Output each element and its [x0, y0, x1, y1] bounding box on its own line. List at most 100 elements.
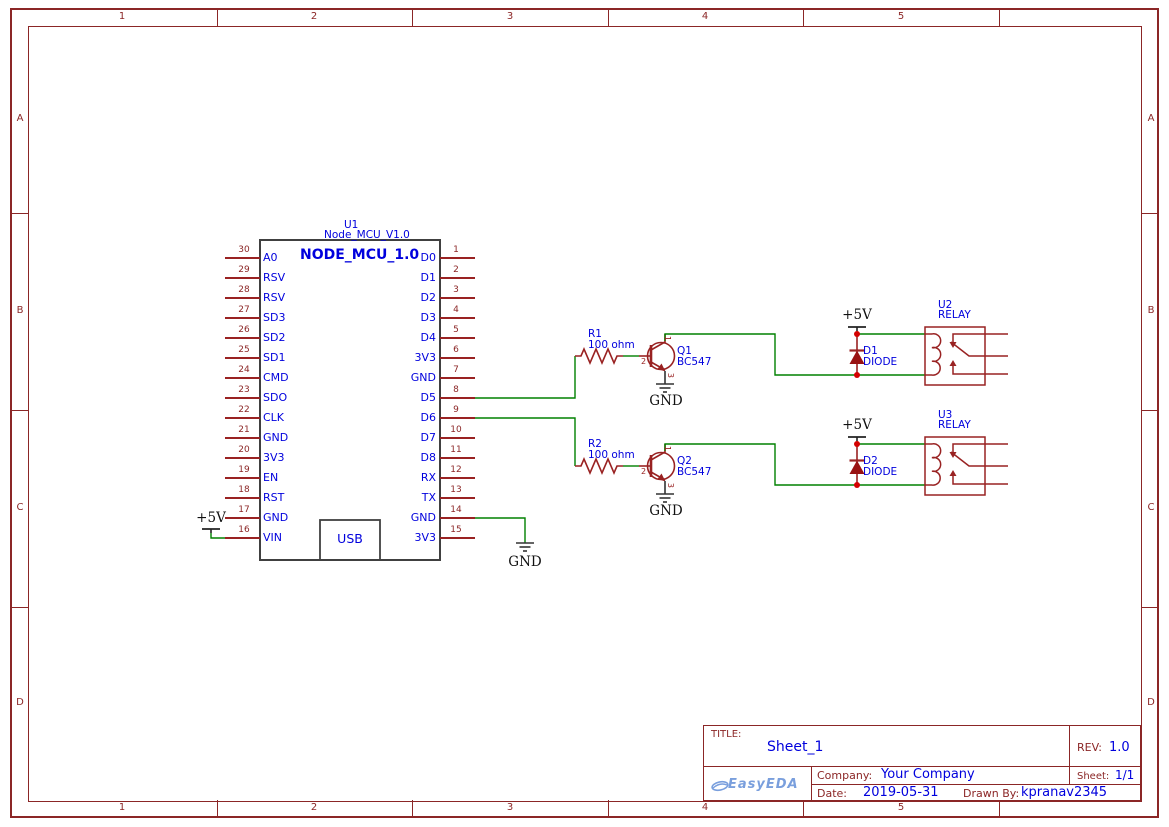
sheet-title[interactable]: Sheet_1: [767, 739, 824, 755]
mcu-pin-name: RSV: [263, 271, 286, 284]
mcu-pin-number: 17: [238, 505, 250, 515]
mcu-pin-stub-right[interactable]: [440, 497, 475, 499]
channel-2-relay-ref[interactable]: U3: [938, 409, 953, 421]
mcu-pin-number: 20: [238, 445, 250, 455]
mcu-pin-stub-left[interactable]: [225, 337, 260, 339]
mcu-pin-stub-left[interactable]: [225, 377, 260, 379]
mcu-ref[interactable]: U1: [344, 219, 359, 231]
channel-1-resistor-value[interactable]: 100 ohm: [588, 339, 635, 351]
channel-1-transistor-part[interactable]: BC547: [677, 356, 712, 368]
mcu-pin-stub-left[interactable]: [225, 357, 260, 359]
channel-2-transistor-part[interactable]: BC547: [677, 466, 712, 478]
channel-2-transistor-pin-2: 2: [641, 467, 647, 476]
mcu-pin-name: 3V3: [414, 351, 436, 364]
mcu-pin-name: RST: [263, 491, 285, 504]
mcu-pin-stub-right[interactable]: [440, 337, 475, 339]
mcu-pin-stub-right[interactable]: [440, 297, 475, 299]
channel-1-diode-ref[interactable]: D1: [863, 345, 878, 357]
drawn-by-value[interactable]: kpranav2345: [1021, 785, 1108, 800]
relay-channel-2[interactable]: [573, 435, 1010, 504]
mcu-name[interactable]: NODE_MCU_1.0: [300, 247, 420, 263]
ruler-tick: [999, 10, 1000, 26]
drawn-by-label: Drawn By:: [963, 787, 1020, 800]
channel-1-diode-part[interactable]: DIODE: [863, 356, 898, 368]
mcu-pin-stub-right[interactable]: [440, 417, 475, 419]
mcu-pin-stub-left[interactable]: [225, 297, 260, 299]
mcu-pin-stub-right[interactable]: [440, 537, 475, 539]
channel-1-transistor-ref[interactable]: Q1: [677, 345, 692, 357]
mcu-pin-name: D0: [420, 251, 436, 264]
date-label: Date:: [817, 787, 847, 800]
mcu-pin-name: D5: [420, 391, 436, 404]
channel-2-relay-part[interactable]: RELAY: [938, 419, 971, 431]
channel-2-resistor-ref[interactable]: R2: [588, 438, 602, 450]
mcu-pin-stub-left[interactable]: [225, 437, 260, 439]
gnd-symbol-pin14[interactable]: [516, 542, 534, 552]
ruler-tick: [608, 10, 609, 26]
ruler-col-label: 2: [310, 802, 318, 813]
mcu-pin-number: 4: [453, 305, 459, 315]
vin-power-label[interactable]: +5V: [196, 510, 226, 526]
channel-2-diode-part[interactable]: DIODE: [863, 466, 898, 478]
channel-1-relay-part[interactable]: RELAY: [938, 309, 971, 321]
wire-d5-to-r1[interactable]: [475, 356, 576, 399]
mcu-pin-stub-left[interactable]: [225, 417, 260, 419]
channel-2-power-label[interactable]: +5V: [842, 417, 872, 433]
mcu-pin-stub-left[interactable]: [225, 257, 260, 259]
mcu-pin-stub-right[interactable]: [440, 397, 475, 399]
sheet-value[interactable]: 1/1: [1115, 768, 1135, 782]
mcu-pin-stub-right[interactable]: [440, 517, 475, 519]
date-value[interactable]: 2019-05-31: [863, 785, 939, 800]
wire-gnd-pin14[interactable]: [475, 517, 526, 543]
mcu-pin-number: 3: [453, 285, 459, 295]
ruler-tick: [1141, 410, 1157, 411]
mcu-pin-stub-right[interactable]: [440, 357, 475, 359]
channel-2-gnd-label[interactable]: GND: [649, 503, 683, 519]
company-value[interactable]: Your Company: [881, 767, 975, 782]
mcu-pin-stub-right[interactable]: [440, 277, 475, 279]
mcu-pin-number: 16: [238, 525, 250, 535]
wire-5v-to-vin[interactable]: [210, 533, 225, 539]
mcu-pin-stub-right[interactable]: [440, 457, 475, 459]
power-5v-vin-symbol[interactable]: [202, 528, 220, 533]
channel-1-resistor-ref[interactable]: R1: [588, 328, 602, 340]
mcu-pin-stub-right[interactable]: [440, 257, 475, 259]
usb-label: USB: [337, 531, 363, 546]
rev-value[interactable]: 1.0: [1109, 740, 1130, 755]
mcu-pin-stub-left[interactable]: [225, 517, 260, 519]
relay-channel-1[interactable]: [573, 325, 1010, 394]
mcu-pin-stub-left[interactable]: [225, 537, 260, 539]
channel-2-diode-ref[interactable]: D2: [863, 455, 878, 467]
ruler-tick: [217, 800, 218, 816]
mcu-pin-name: CLK: [263, 411, 285, 424]
channel-1-relay-ref[interactable]: U2: [938, 299, 953, 311]
channel-1-gnd-label[interactable]: GND: [649, 393, 683, 409]
mcu-pin-stub-left[interactable]: [225, 477, 260, 479]
mcu-pin-stub-left[interactable]: [225, 457, 260, 459]
mcu-pin-stub-left[interactable]: [225, 497, 260, 499]
mcu-pin-stub-left[interactable]: [225, 277, 260, 279]
mcu-pin-number: 29: [238, 265, 250, 275]
mcu-pin-number: 30: [238, 245, 250, 255]
gnd14-label[interactable]: GND: [508, 554, 542, 570]
wire-d6-to-r2[interactable]: [475, 417, 576, 466]
mcu-pin-stub-right[interactable]: [440, 317, 475, 319]
channel-1-transistor-pin-1: 1: [662, 335, 672, 341]
mcu-pin-name: RX: [420, 471, 436, 484]
mcu-symbol-body[interactable]: [259, 239, 441, 561]
mcu-pin-stub-right[interactable]: [440, 377, 475, 379]
mcu-pin-stub-left[interactable]: [225, 397, 260, 399]
mcu-pin-number: 1: [453, 245, 459, 255]
mcu-pin-stub-right[interactable]: [440, 437, 475, 439]
mcu-pin-name: D7: [420, 431, 436, 444]
channel-2-resistor-value[interactable]: 100 ohm: [588, 449, 635, 461]
mcu-pin-name: CMD: [263, 371, 289, 384]
channel-1-power-label[interactable]: +5V: [842, 307, 872, 323]
mcu-pin-stub-right[interactable]: [440, 477, 475, 479]
mcu-part[interactable]: Node_MCU_V1.0: [324, 229, 410, 241]
mcu-pin-stub-left[interactable]: [225, 317, 260, 319]
mcu-pin-name: D6: [420, 411, 436, 424]
channel-2-transistor-ref[interactable]: Q2: [677, 455, 692, 467]
